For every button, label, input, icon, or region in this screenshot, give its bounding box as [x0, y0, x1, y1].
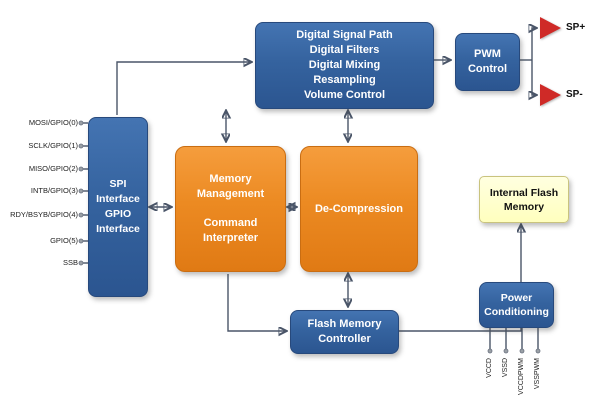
power-pin-leads [487, 326, 541, 354]
pin-label-sclk-gpio1: SCLK/GPIO(1) [28, 141, 78, 150]
speaker-negative-triangle-icon [540, 84, 561, 106]
pin-label-mosi-gpio0: MOSI/GPIO(0) [28, 118, 78, 127]
wire-flashctrl-to-internal-flash [399, 225, 521, 332]
memory-line: Command [203, 217, 258, 229]
spi-line: GPIO [104, 208, 132, 220]
block-spi-gpio-interface: SPI Interface GPIO Interface [88, 117, 148, 297]
pwm-line: PWM [474, 48, 501, 60]
pin-label-gpio5: GPIO(5) [50, 236, 78, 245]
decompression-line: De-Compression [314, 202, 404, 215]
power-line: Power [500, 292, 533, 304]
pin-label-miso-gpio2: MISO/GPIO(2) [28, 164, 78, 173]
left-pin-leads [78, 120, 88, 266]
flash-controller-line: Flash Memory [307, 318, 382, 330]
block-digital-signal-path: Digital Signal Path Digital Filters Digi… [255, 22, 434, 109]
output-label-sp-plus: SP+ [566, 22, 586, 33]
dsp-line: Digital Signal Path [296, 29, 393, 41]
pin-label-vssd: VSSD [502, 358, 509, 378]
block-decompression: De-Compression [300, 146, 418, 272]
dsp-line: Digital Filters [309, 44, 380, 56]
pin-label-intb-gpio3: INTB/GPIO(3) [30, 186, 78, 195]
pin-label-vsspwm: VSSPWM [534, 358, 541, 390]
power-line: Conditioning [484, 306, 549, 318]
dsp-line: Resampling [313, 74, 376, 86]
dsp-line: Volume Control [303, 89, 386, 101]
pin-label-ssb: SSB [62, 258, 78, 267]
dsp-line: Digital Mixing [308, 59, 381, 71]
pin-label-rdy-bsyb-gpio4: RDY/BSYB/GPIO(4) [10, 210, 78, 219]
block-pwm-control: PWM Control [455, 33, 520, 91]
memory-line: Memory [209, 173, 252, 185]
pin-label-vccd: VCCD [486, 358, 493, 378]
wire-memory-to-flashctrl [227, 274, 286, 331]
block-memory-management: Memory Management Command Interpreter [175, 146, 286, 272]
output-label-sp-minus: SP- [566, 89, 583, 100]
block-flash-memory-controller: Flash Memory Controller [290, 310, 399, 354]
wire-pwm-to-sp-plus [532, 28, 536, 60]
spi-line: Interface [96, 223, 140, 235]
flash-controller-line: Controller [318, 333, 371, 345]
block-internal-flash-memory: Internal Flash Memory [479, 176, 569, 223]
memory-line: Interpreter [202, 232, 259, 244]
pin-label-vccdpwm: VCCDPWM [518, 358, 525, 395]
pwm-line: Control [467, 63, 508, 75]
wire-spi-to-dsp [116, 62, 251, 115]
spi-line: Interface [96, 193, 140, 205]
memory-line: Management [196, 188, 265, 200]
spi-line: SPI [109, 178, 127, 190]
wire-pwm-to-sp-minus [532, 60, 536, 95]
speaker-positive-triangle-icon [540, 17, 561, 39]
block-power-conditioning: Power Conditioning [479, 282, 554, 328]
internal-flash-line: Internal Flash [489, 186, 559, 199]
internal-flash-line: Memory [503, 200, 545, 213]
